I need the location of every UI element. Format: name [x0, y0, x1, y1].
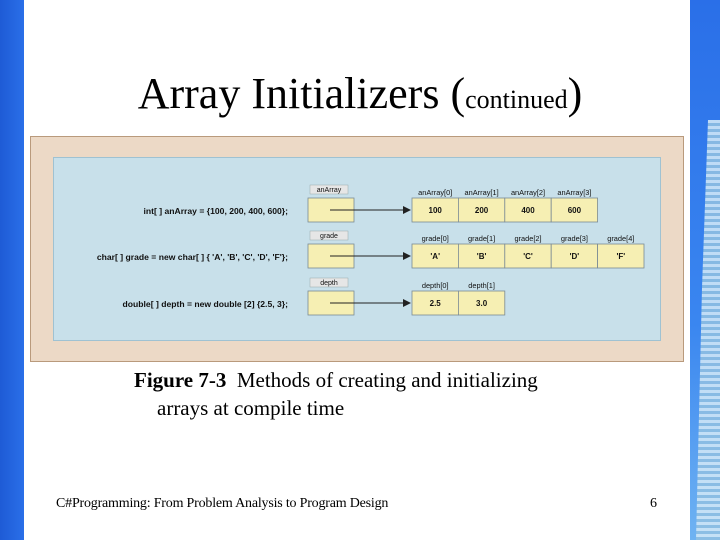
array-cell-value: 'A': [430, 252, 440, 261]
array-cell-value: 3.0: [476, 299, 488, 308]
code-statement: int[ ] anArray = {100, 200, 400, 600};: [143, 206, 288, 216]
array-diagram: int[ ] anArray = {100, 200, 400, 600}; an…: [54, 158, 660, 340]
array-cell-value: 'F': [616, 252, 625, 261]
array-cell-value: 'B': [477, 252, 487, 261]
array-index-label: anArray[2]: [511, 188, 545, 197]
variable-label: anArray: [317, 187, 342, 194]
array-index-label: grade[2]: [514, 234, 541, 243]
array-index-label: anArray[0]: [418, 188, 452, 197]
array-index-label: anArray[3]: [557, 188, 591, 197]
slide-footer: C#Programming: From Problem Analysis to …: [56, 496, 388, 512]
caption-label: Figure 7-3: [134, 368, 226, 392]
figure-frame: int[ ] anArray = {100, 200, 400, 600}; an…: [30, 136, 684, 362]
code-statement: double[ ] depth = new double [2] {2.5, 3…: [123, 299, 289, 309]
array-index-label: grade[0]: [422, 234, 449, 243]
array-cell-value: 400: [521, 206, 535, 215]
array-index-label: grade[3]: [561, 234, 588, 243]
variable-label: depth: [320, 280, 338, 287]
array-index-label: depth[1]: [468, 281, 495, 290]
page-number: 6: [650, 496, 657, 512]
array-index-label: grade[4]: [607, 234, 634, 243]
array-cell-value: 2.5: [430, 299, 442, 308]
caption-text-line2: arrays at compile time: [134, 394, 538, 422]
array-index-label: depth[0]: [422, 281, 449, 290]
array-cell-value: 'D': [570, 252, 580, 261]
variable-label: grade: [320, 233, 338, 240]
building-image: [690, 120, 720, 540]
array-cell-value: 600: [568, 206, 582, 215]
array-index-label: grade[1]: [468, 234, 495, 243]
caption-text-line1: Methods of creating and initializing: [237, 368, 538, 392]
array-index-label: anArray[1]: [465, 188, 499, 197]
figure-caption: Figure 7-3 Methods of creating and initi…: [134, 366, 538, 422]
slide-title: Array Initializers (continued): [0, 68, 720, 119]
array-cell-value: 100: [429, 206, 443, 215]
title-close: ): [568, 69, 583, 118]
title-main: Array Initializers (: [138, 69, 465, 118]
code-statement: char[ ] grade = new char[ ] { 'A', 'B', …: [97, 252, 288, 262]
figure-panel: int[ ] anArray = {100, 200, 400, 600}; an…: [53, 157, 661, 341]
array-cell-value: 200: [475, 206, 489, 215]
array-cell-value: 'C': [523, 252, 533, 261]
title-continued: continued: [465, 85, 568, 114]
